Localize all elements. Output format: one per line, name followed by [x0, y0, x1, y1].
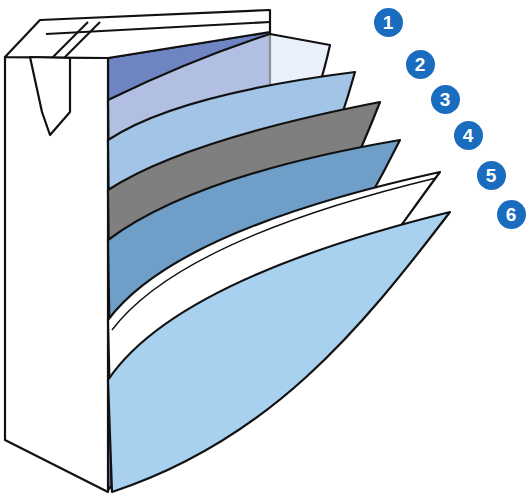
callout-number: 4: [463, 126, 474, 145]
callout-circle: 1: [374, 8, 403, 37]
top-fold: [64, 22, 100, 58]
callout-circle: 6: [497, 200, 526, 229]
callout-circle: 5: [477, 161, 506, 190]
layer-6: [108, 212, 450, 492]
callout-number: 5: [486, 166, 497, 185]
callout-circle: 4: [454, 121, 483, 150]
callout-number: 6: [506, 205, 517, 224]
callout-circle: 3: [431, 85, 460, 114]
top-seam: [46, 22, 270, 34]
callout-circle: 2: [406, 50, 435, 79]
carton-side: [5, 57, 108, 492]
callout-number: 1: [383, 13, 394, 32]
carton-flap: [30, 57, 70, 135]
callout-number: 3: [440, 90, 451, 109]
callout-number: 2: [415, 55, 426, 74]
